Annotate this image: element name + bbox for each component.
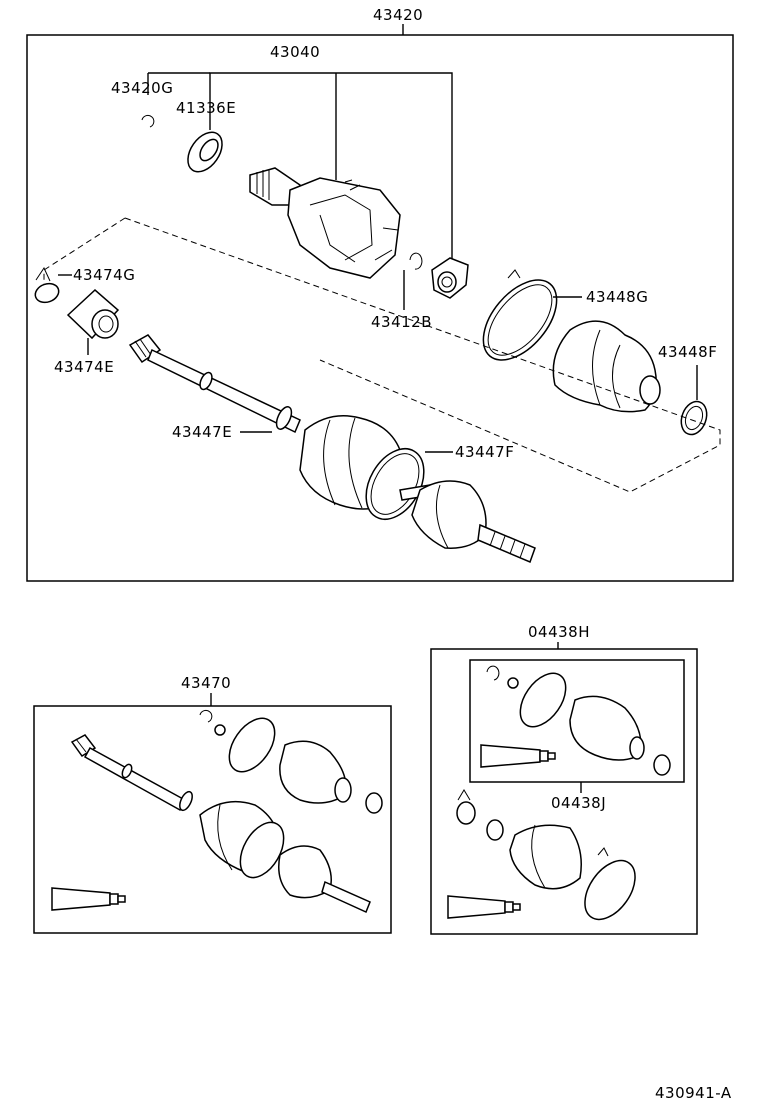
label-43447F: 43447F xyxy=(455,443,514,461)
boot-kit-group: 04438H 04438J xyxy=(430,623,698,935)
label-43412B: 43412B xyxy=(371,313,432,331)
shaft-assy-group: 43470 xyxy=(33,674,392,934)
inboard-joint-icon xyxy=(249,167,401,279)
label-04438H: 04438H xyxy=(528,623,590,641)
tripod-icon xyxy=(431,257,469,299)
boot-clamp-g-icon xyxy=(482,269,558,361)
diagram-code: 430941-A xyxy=(655,1084,732,1102)
label-43448G: 43448G xyxy=(586,288,648,306)
label-43420: 43420 xyxy=(373,6,423,24)
grease-tube-h-icon xyxy=(447,895,521,919)
label-41336E: 41336E xyxy=(176,99,236,117)
label-43040: 43040 xyxy=(270,43,320,61)
clamp-43474g-icon xyxy=(34,266,60,304)
boot-kit-inner-frame xyxy=(469,659,685,783)
label-43448F: 43448F xyxy=(658,343,717,361)
label-43474G: 43474G xyxy=(73,266,135,284)
label-43470: 43470 xyxy=(181,674,231,692)
grease-tube-j-icon xyxy=(480,744,556,768)
inboard-boot-icon xyxy=(552,320,661,413)
dust-seal-icon xyxy=(187,131,223,173)
boot-clamp-f-icon xyxy=(680,400,708,436)
snap-ring-icon xyxy=(141,114,155,128)
label-43420G: 43420G xyxy=(111,79,173,97)
drive-shaft-icon xyxy=(128,334,536,564)
boot-kit-frame xyxy=(430,648,698,935)
damper-icon xyxy=(66,288,120,340)
snap-ring-b-icon xyxy=(409,252,423,270)
shaft-assy-frame xyxy=(33,705,392,934)
grease-tube-icon xyxy=(51,887,126,911)
assembly-group-43420: 43420 43040 43420G 41336E xyxy=(26,6,734,582)
assembly-frame xyxy=(26,34,734,582)
label-04438J: 04438J xyxy=(551,794,606,812)
label-43447E: 43447E xyxy=(172,423,232,441)
dashed-outline xyxy=(43,217,126,300)
label-43474E: 43474E xyxy=(54,358,114,376)
